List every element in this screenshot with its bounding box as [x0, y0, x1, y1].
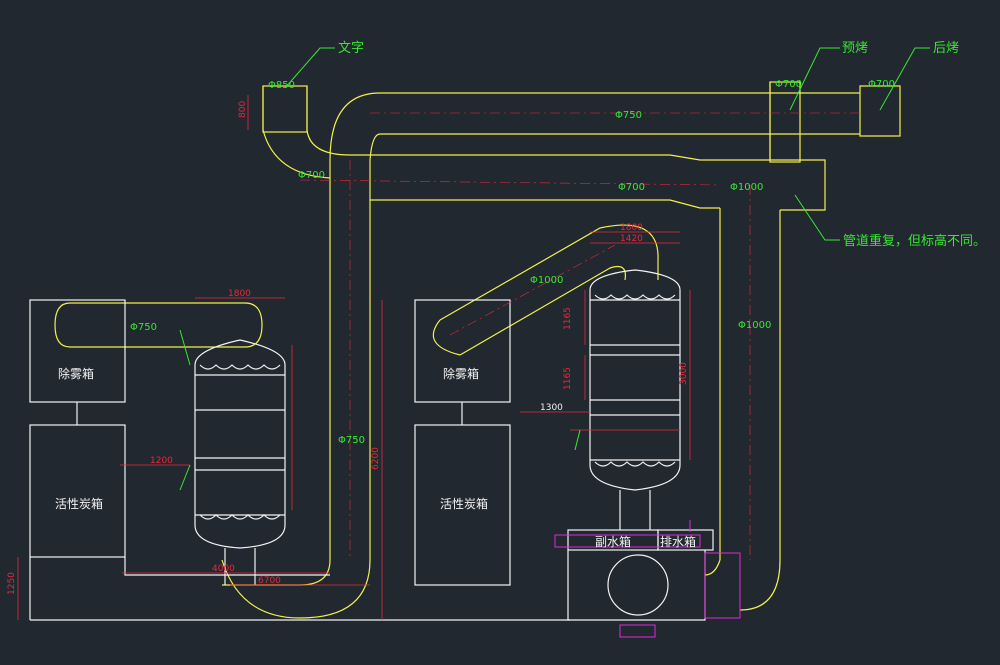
top-left-elbow	[329, 92, 381, 560]
mid-horizontal-duct	[262, 86, 670, 201]
label-water-tank: 副水箱	[595, 534, 631, 549]
label-d750-vert: Φ750	[338, 435, 365, 446]
diagonal-duct	[439, 224, 659, 356]
leader-text	[284, 47, 335, 89]
leader-lines	[179, 47, 930, 491]
equipment	[29, 269, 714, 621]
carbon-box-1	[29, 424, 126, 558]
dim-1300: 1300	[540, 403, 563, 413]
dim-1420: 1420	[620, 234, 643, 244]
label-d700-top-a: Φ700	[775, 79, 802, 90]
equipment-labels: 除雾箱 活性炭箱 除雾箱 活性炭箱 副水箱 排水箱	[55, 366, 696, 549]
label-d850: Φ850	[268, 80, 295, 91]
dim-1200: 1200	[150, 456, 173, 466]
diagonal-duct-elbow	[432, 319, 461, 356]
left-loop-duct	[54, 302, 263, 348]
leader-note	[794, 194, 840, 241]
leader-postbake	[879, 47, 930, 111]
dimension-labels: 4000 6700 6200 1250 1300 1200 1800 1800 …	[7, 101, 689, 595]
dim-1800-a: 1800	[228, 289, 251, 299]
label-d750-left: Φ750	[130, 322, 157, 333]
duct-size-labels: Φ850 Φ700 Φ700 Φ750 Φ700 Φ700 Φ1000 Φ100…	[130, 79, 895, 446]
label-d1000-diag: Φ1000	[530, 275, 563, 286]
label-d700-left: Φ700	[298, 170, 325, 181]
pump-details	[554, 520, 741, 638]
label-d700-mid: Φ700	[618, 182, 645, 193]
dimension-lines	[17, 95, 691, 620]
ductwork	[54, 81, 901, 619]
label-carbon-box-1: 活性炭箱	[55, 496, 103, 511]
callout-labels: 文字 预烤 后烤 管道重复，但标高不同。	[338, 41, 986, 249]
dim-1800-b: 1800	[620, 223, 643, 233]
dim-1165-a: 1165	[563, 307, 573, 330]
dim-4000: 4000	[212, 564, 235, 574]
bottom-elbow	[221, 559, 371, 619]
tank-base	[567, 550, 706, 621]
fan-housing	[607, 554, 669, 616]
callout-preheat: 预烤	[842, 41, 868, 56]
drain-tank	[657, 529, 714, 551]
d850-stub	[262, 85, 308, 133]
dim-6200: 6200	[371, 447, 381, 470]
dim-3000: 3000	[679, 362, 689, 385]
dim-6700: 6700	[258, 576, 281, 586]
label-carbon-box-2: 活性炭箱	[440, 496, 488, 511]
label-drain-tank: 排水箱	[660, 534, 696, 549]
mist-box-2	[414, 299, 511, 403]
dim-1165-b: 1165	[563, 367, 573, 390]
scrubber-tower-2	[589, 269, 681, 530]
label-d1000-right: Φ1000	[738, 320, 771, 331]
label-mist-box-2: 除雾箱	[443, 366, 479, 381]
mist-box-1	[29, 299, 126, 403]
leader-preheat	[789, 47, 840, 111]
centerlines	[299, 112, 860, 560]
callout-postbake: 后烤	[933, 41, 959, 56]
postbake-duct-box	[859, 85, 901, 137]
scrubber-tower-1	[194, 339, 286, 585]
label-d700-top-b: Φ700	[868, 79, 895, 90]
label-d1000-mid: Φ1000	[730, 182, 763, 193]
ground-line	[29, 557, 570, 621]
preheat-duct-box	[769, 81, 801, 163]
callout-text: 文字	[338, 41, 364, 56]
label-d750-top: Φ750	[615, 110, 642, 121]
dim-1250: 1250	[7, 572, 17, 595]
dim-800: 800	[238, 101, 248, 118]
label-mist-box-1: 除雾箱	[58, 366, 94, 381]
callout-note: 管道重复，但标高不同。	[843, 233, 986, 249]
right-vertical-duct	[704, 208, 781, 611]
top-main-duct	[380, 92, 860, 135]
